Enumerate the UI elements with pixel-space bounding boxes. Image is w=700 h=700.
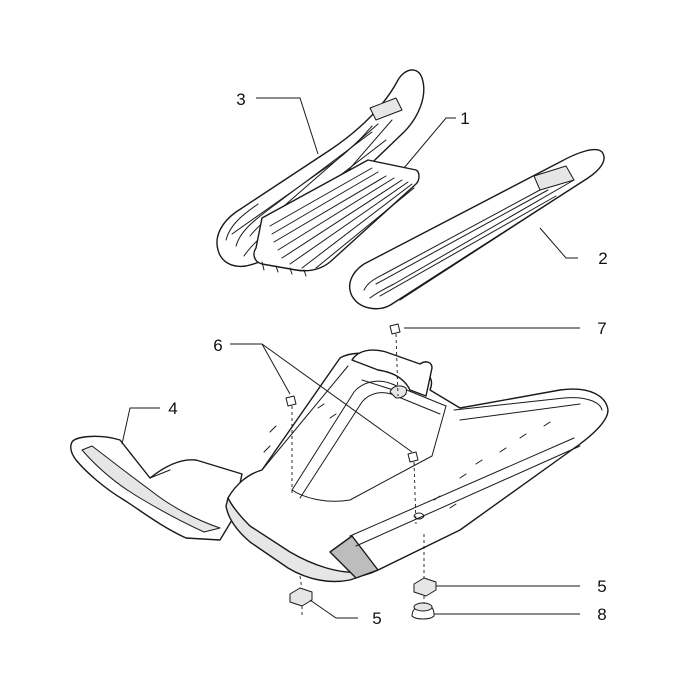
callout-6: 6 — [213, 336, 222, 355]
callout-2: 2 — [598, 249, 607, 268]
part-1-rubber-insert — [253, 159, 420, 277]
callout-8: 8 — [597, 605, 606, 624]
callout-5-left: 5 — [372, 609, 381, 628]
part-4-footboard-panel — [70, 349, 609, 583]
callout-7: 7 — [597, 319, 606, 338]
callout-1: 1 — [460, 109, 469, 128]
part-2-right-footrest-mat — [348, 148, 605, 310]
part-5-nut-right — [413, 534, 437, 597]
part-7-screw — [389, 323, 401, 397]
callout-4: 4 — [168, 399, 177, 418]
part-6-screws — [285, 395, 419, 525]
part-5-nut-left — [289, 575, 313, 616]
callout-3: 3 — [236, 90, 245, 109]
callout-5-right: 5 — [597, 577, 606, 596]
part-8-spacer — [411, 596, 435, 620]
leader-lines — [121, 97, 580, 619]
